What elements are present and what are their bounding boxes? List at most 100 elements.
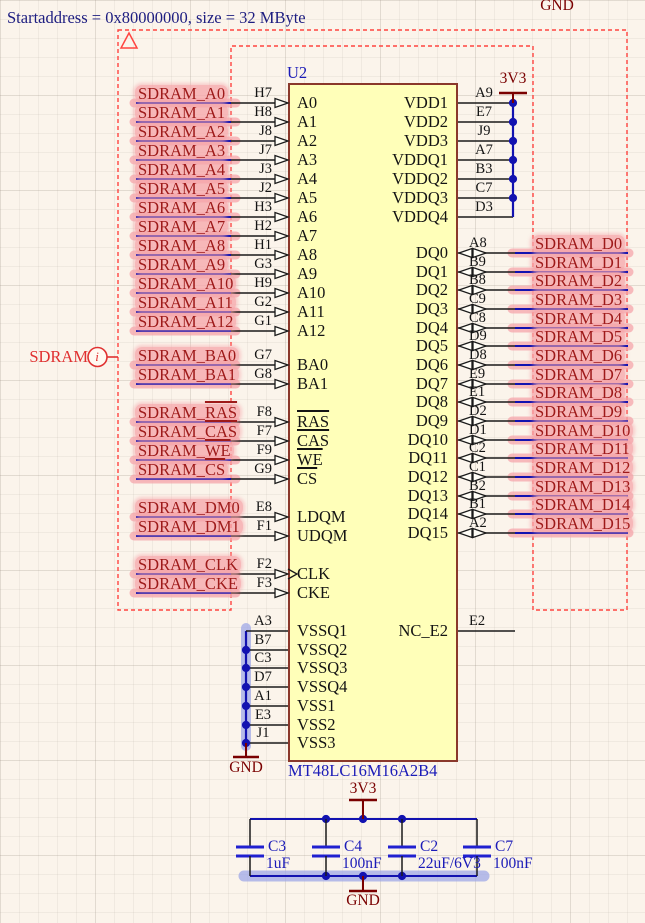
net-label[interactable]: SDRAM_D12 bbox=[532, 459, 634, 476]
blanket-directive-outline[interactable] bbox=[117, 29, 628, 611]
gnd-power-label-caps[interactable]: GND bbox=[346, 892, 380, 909]
net-label[interactable]: SDRAM_D6 bbox=[532, 347, 626, 364]
net-label[interactable]: SDRAM_A5 bbox=[135, 180, 229, 197]
pin-number: F1 bbox=[256, 518, 272, 534]
chip-pin-name: VDDQ3 bbox=[392, 188, 448, 207]
chip-pin-name: VDDQ1 bbox=[392, 150, 448, 169]
net-label[interactable]: SDRAM_A10 bbox=[135, 275, 237, 292]
pin-number: J2 bbox=[259, 180, 272, 196]
net-label[interactable]: SDRAM_BA0 bbox=[135, 347, 240, 364]
directive-info-icon[interactable]: i bbox=[95, 349, 99, 364]
chip-designator[interactable]: U2 bbox=[287, 63, 308, 82]
chip-pin-name: VSSQ1 bbox=[297, 621, 348, 640]
chip-pin-name: VDD3 bbox=[404, 131, 448, 150]
capacitor-value[interactable]: 100nF bbox=[342, 855, 382, 872]
net-label[interactable]: SDRAM_DM1 bbox=[135, 518, 243, 535]
net-label[interactable]: SDRAM_D4 bbox=[532, 310, 626, 327]
net-label[interactable]: SDRAM_D14 bbox=[532, 496, 634, 513]
pin-number: F2 bbox=[256, 556, 272, 572]
net-label[interactable]: SDRAM_D15 bbox=[532, 515, 634, 532]
pin-io-arrow-icon bbox=[472, 340, 488, 352]
net-label[interactable]: SDRAM_CKE bbox=[135, 575, 241, 592]
net-label[interactable]: SDRAM_D7 bbox=[532, 366, 626, 383]
pin-io-arrow-icon bbox=[472, 303, 488, 315]
gnd-power-label-top[interactable]: GND bbox=[540, 0, 574, 14]
pin-io-arrow-icon bbox=[457, 415, 473, 427]
net-label[interactable]: SDRAM_CLK bbox=[135, 556, 241, 573]
sdram-chip-body[interactable] bbox=[288, 83, 458, 762]
net-label[interactable]: SDRAM_CS bbox=[135, 461, 229, 478]
chip-pin-name: DQ6 bbox=[415, 355, 448, 374]
sdram-directive-label[interactable]: SDRAM bbox=[29, 347, 88, 366]
pin-io-arrow-icon bbox=[457, 508, 473, 520]
net-label[interactable]: SDRAM_D0 bbox=[532, 235, 626, 252]
capacitor-designator[interactable]: C7 bbox=[495, 838, 514, 855]
net-label[interactable]: SDRAM_A4 bbox=[135, 161, 229, 178]
net-label[interactable]: SDRAM_WE bbox=[135, 442, 234, 459]
compile-mask-triangle-icon[interactable] bbox=[119, 31, 139, 49]
chip-pin-name: VDDQ2 bbox=[392, 169, 448, 188]
capacitor-designator[interactable]: C4 bbox=[344, 838, 363, 855]
pin-number: G3 bbox=[254, 256, 272, 272]
net-label[interactable]: SDRAM_A8 bbox=[135, 237, 229, 254]
chip-pin-name: CKE bbox=[297, 583, 330, 602]
pin-input-arrow-icon bbox=[274, 116, 290, 128]
net-label[interactable]: SDRAM_D1 bbox=[532, 254, 626, 271]
net-label[interactable]: SDRAM_D5 bbox=[532, 328, 626, 345]
chip-part-number[interactable]: MT48LC16M16A2B4 bbox=[288, 761, 438, 780]
pin-io-arrow-icon bbox=[457, 434, 473, 446]
net-label[interactable]: SDRAM_D13 bbox=[532, 478, 634, 495]
net-label[interactable]: SDRAM_D11 bbox=[532, 440, 633, 457]
chip-pin-name: A6 bbox=[297, 207, 318, 226]
pin-io-arrow-icon bbox=[472, 490, 488, 502]
net-label-prefix: SDRAM_ bbox=[138, 441, 205, 460]
net-label[interactable]: SDRAM_D8 bbox=[532, 384, 626, 401]
net-label[interactable]: SDRAM_D2 bbox=[532, 272, 626, 289]
pin-input-arrow-icon bbox=[274, 268, 290, 280]
pin-number: B2 bbox=[469, 478, 486, 494]
net-label[interactable]: SDRAM_DM0 bbox=[135, 499, 243, 516]
net-label[interactable]: SDRAM_D9 bbox=[532, 403, 626, 420]
capacitor-designator[interactable]: C3 bbox=[268, 838, 287, 855]
net-label[interactable]: SDRAM_A7 bbox=[135, 218, 229, 235]
capacitor-value[interactable]: 22uF/6V3 bbox=[418, 855, 481, 872]
pin-io-arrow-icon bbox=[457, 527, 473, 539]
net-label[interactable]: SDRAM_A3 bbox=[135, 142, 229, 159]
capacitor-value[interactable]: 1uF bbox=[266, 855, 291, 872]
v33-power-label-right[interactable]: 3V3 bbox=[499, 70, 527, 87]
pin-number: H1 bbox=[254, 237, 272, 253]
pin-io-arrow-icon bbox=[457, 247, 473, 259]
pin-input-arrow-icon bbox=[274, 249, 290, 261]
pin-number: A1 bbox=[254, 688, 272, 704]
net-label[interactable]: SDRAM_BA1 bbox=[135, 366, 240, 383]
v33-power-label-caps[interactable]: 3V3 bbox=[349, 780, 377, 797]
net-label[interactable]: SDRAM_A9 bbox=[135, 256, 229, 273]
net-label[interactable]: SDRAM_A12 bbox=[135, 313, 237, 330]
capacitor-designator[interactable]: C2 bbox=[420, 838, 439, 855]
pin-number: C8 bbox=[469, 310, 486, 326]
chip-pin-name: DQ4 bbox=[415, 318, 448, 337]
capacitor-value[interactable]: 100nF bbox=[493, 855, 533, 872]
pin-io-arrow-icon bbox=[472, 322, 488, 334]
net-label[interactable]: SDRAM_A2 bbox=[135, 123, 229, 140]
pin-number: D9 bbox=[469, 328, 487, 344]
net-label[interactable]: SDRAM_A11 bbox=[135, 294, 236, 311]
pin-input-arrow-icon bbox=[274, 230, 290, 242]
net-label[interactable]: SDRAM_D3 bbox=[532, 291, 626, 308]
net-label[interactable]: SDRAM_RAS bbox=[135, 404, 241, 421]
net-label[interactable]: SDRAM_D10 bbox=[532, 422, 634, 439]
net-label[interactable]: SDRAM_A0 bbox=[135, 85, 229, 102]
chip-pin-name: A12 bbox=[297, 321, 326, 340]
pin-number: H2 bbox=[254, 218, 272, 234]
chip-pin-name: DQ2 bbox=[415, 280, 448, 299]
gnd-power-label-left[interactable]: GND bbox=[229, 759, 263, 776]
chip-pin-name: A10 bbox=[297, 283, 326, 302]
pin-number: A2 bbox=[469, 515, 487, 531]
chip-pin-name: VSS2 bbox=[297, 715, 336, 734]
pin-input-arrow-icon bbox=[274, 359, 290, 371]
net-label[interactable]: SDRAM_A6 bbox=[135, 199, 229, 216]
net-label[interactable]: SDRAM_A1 bbox=[135, 104, 229, 121]
pin-number: E9 bbox=[469, 366, 486, 382]
net-label[interactable]: SDRAM_CAS bbox=[135, 423, 241, 440]
